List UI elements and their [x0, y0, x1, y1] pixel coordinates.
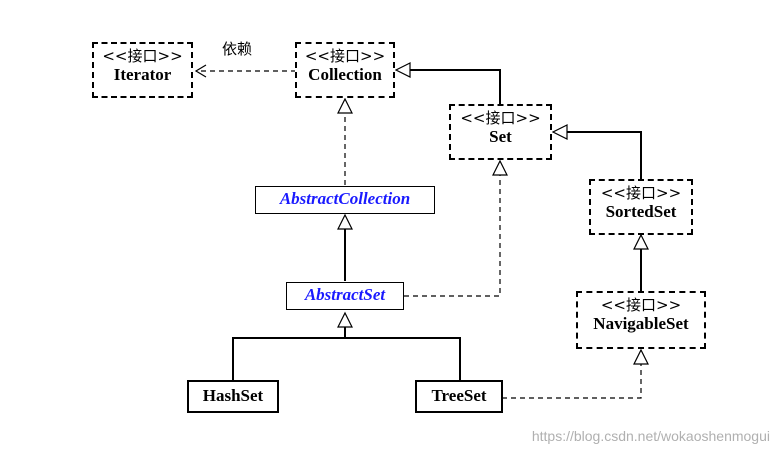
navigableset-interface-node: <<接口>> NavigableSet: [576, 291, 706, 349]
hashset-name: HashSet: [202, 386, 264, 405]
abstractcollection-name: AbstractCollection: [279, 189, 411, 208]
hashset-treeset-extends-abstractset-arrow: [337, 311, 353, 328]
navigableset-name: NavigableSet: [593, 314, 689, 333]
dependency-arrow-head: [194, 64, 207, 78]
sortedset-extends-set-arrow: [551, 124, 568, 140]
iterator-interface-node: <<接口>> Iterator: [92, 42, 193, 98]
treeset-implements-navigableset-arrow: [633, 348, 649, 365]
abstractcollection-implements-collection-arrow: [337, 97, 353, 114]
abstractset-name: AbstractSet: [304, 285, 386, 304]
stereotype-label: <<接口>>: [304, 47, 386, 65]
stereotype-label: <<接口>>: [460, 109, 541, 127]
stereotype-label: <<接口>>: [600, 296, 682, 314]
hashset-class-node: HashSet: [187, 380, 279, 413]
stereotype-label: <<接口>>: [600, 184, 682, 202]
treeset-implements-navigableset-line: [502, 364, 642, 399]
sortedset-interface-node: <<接口>> SortedSet: [589, 179, 693, 235]
sortedset-extends-set-line: [567, 131, 642, 179]
set-interface-node: <<接口>> Set: [449, 104, 552, 160]
set-name: Set: [489, 127, 512, 146]
set-extends-collection-arrow: [394, 62, 411, 78]
navigableset-extends-sortedset-arrow: [633, 233, 649, 250]
watermark-text: https://blog.csdn.net/wokaoshenmogui: [531, 428, 770, 444]
collection-interface-node: <<接口>> Collection: [295, 42, 395, 98]
dependency-label: 依赖: [222, 40, 253, 58]
treeset-name: TreeSet: [431, 386, 487, 405]
abstractcollection-node: AbstractCollection: [255, 186, 435, 214]
abstractset-implements-set-line: [404, 175, 501, 297]
stereotype-label: <<接口>>: [102, 47, 183, 65]
treeset-class-node: TreeSet: [415, 380, 503, 413]
abstractset-node: AbstractSet: [286, 282, 404, 310]
set-extends-collection-line: [410, 69, 501, 104]
abstractset-implements-set-arrow: [492, 159, 508, 176]
hashset-treeset-extends-abstractset-line: [232, 337, 461, 380]
abstractset-extends-abstractcollection-arrow: [337, 213, 353, 230]
iterator-name: Iterator: [113, 65, 172, 84]
sortedset-name: SortedSet: [605, 202, 677, 221]
collection-name: Collection: [308, 65, 382, 84]
